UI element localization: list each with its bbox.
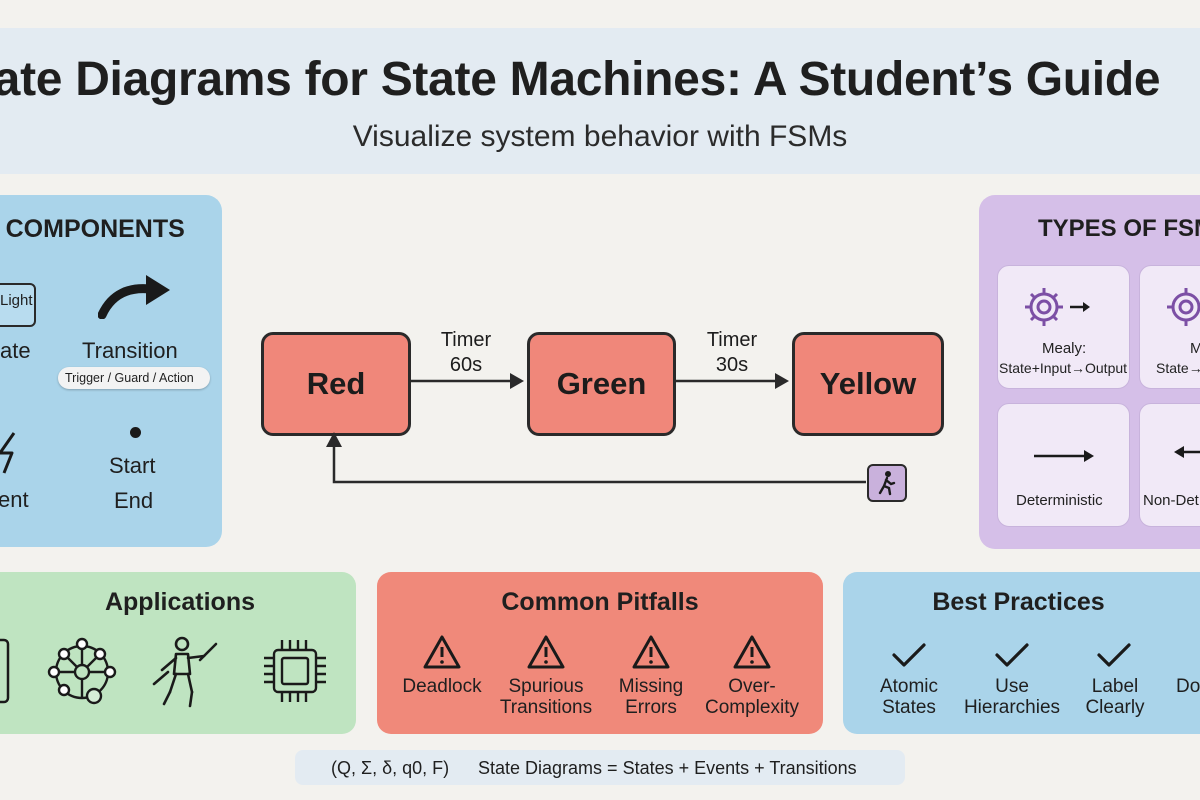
best-practice-line2: Hierarchies [963, 697, 1061, 718]
checkmark-icon [995, 643, 1029, 667]
pitfall-line2: Transitions [499, 697, 593, 718]
types-title: TYPES OF FSM [1038, 215, 1200, 242]
warning-icon [527, 635, 565, 669]
moore-card: Mo State→ [1139, 265, 1200, 389]
deterministic-label: Deterministic [1016, 492, 1103, 509]
nondeterministic-card: Non-Det [1139, 403, 1200, 527]
transition-1-line1: Timer [440, 329, 492, 351]
footer-equation: State Diagrams = States + Events + Trans… [478, 758, 857, 778]
best-practice-line2: States [882, 697, 936, 718]
pitfall-line1: Over- [728, 676, 776, 697]
moore-formula: State→ [1156, 360, 1200, 376]
state-green: Green [527, 332, 676, 436]
state-yellow: Yellow [792, 332, 944, 436]
best-practice-line1: Atomic [879, 676, 939, 697]
page-subtitle: Visualize system behavior with FSMs [352, 120, 848, 153]
header-banner: tate Diagrams for State Machines: A Stud… [0, 28, 1200, 174]
deterministic-card: Deterministic [997, 403, 1130, 527]
warning-icon [632, 635, 670, 669]
curved-arrow-icon [98, 275, 170, 319]
best-practice-item: Use Hierarchies [957, 676, 1067, 718]
pitfall-line2: Complexity [705, 697, 799, 718]
arrow-green-to-yellow [673, 373, 789, 389]
page-title: tate Diagrams for State Machines: A Stud… [0, 53, 1161, 106]
moore-label: Mo [1190, 340, 1200, 357]
start-label: Start [109, 453, 156, 478]
pitfall-line1: Deadlock [402, 676, 482, 697]
best-practices-panel: Best Practices Atomic States Use Hierarc… [843, 572, 1200, 734]
transition-label: Transition [82, 338, 178, 363]
nondeterministic-label: Non-Det [1143, 492, 1199, 509]
end-label: End [114, 488, 154, 513]
transition-pill [58, 367, 210, 389]
mealy-formula: State+Input→Output [999, 360, 1128, 376]
single-arrow-icon [1034, 450, 1094, 462]
transition-pill-text: Trigger / Guard / Action [65, 371, 194, 385]
components-panel: E COMPONENTS Light ate Transition Trigge… [0, 195, 222, 547]
best-practice-line1: Use [995, 676, 1029, 697]
pitfalls-title: Common Pitfalls [501, 588, 699, 616]
state-label: ate [0, 338, 31, 363]
pitfalls-panel: Common Pitfalls Deadlock Spurious Transi… [377, 572, 823, 734]
best-practice-line2: G [1176, 697, 1200, 718]
pitfall-item: Over- Complexity [697, 676, 807, 718]
warning-icon [733, 635, 771, 669]
footer-bar: (Q, Σ, δ, q0, F) State Diagrams = States… [295, 750, 905, 785]
best-practice-line1: Doc [1176, 676, 1200, 697]
arrow-red-to-green [408, 373, 524, 389]
pitfall-item: Spurious Transitions [490, 676, 602, 718]
gear-icon [1025, 288, 1090, 326]
start-dot-icon [130, 427, 141, 438]
arrow-yellow-to-red [326, 432, 866, 484]
light-label: Light [0, 292, 33, 309]
types-panel: TYPES OF FSM Mealy: State+Input→Output M… [979, 195, 1200, 549]
state-red: Red [261, 332, 411, 436]
best-practice-item: Doc G [1176, 676, 1200, 718]
checkmark-icon [892, 643, 926, 667]
transition-1-line2: 60s [449, 354, 483, 376]
game-character-icon [152, 636, 218, 708]
applications-panel: Applications [0, 572, 356, 734]
transition-2-line2: 30s [715, 354, 749, 376]
transition-2-line1: Timer [706, 329, 758, 351]
branch-arrow-icon [1174, 446, 1200, 458]
best-practice-line2: Clearly [1085, 697, 1145, 718]
network-icon [47, 637, 117, 705]
mealy-card: Mealy: State+Input→Output [997, 265, 1130, 389]
lightning-icon [0, 432, 16, 474]
event-label: ent [0, 487, 29, 512]
best-practice-item: Atomic States [855, 676, 963, 718]
checkmark-icon [1097, 643, 1131, 667]
pitfall-line2: Errors [625, 697, 677, 718]
warning-icon [423, 635, 461, 669]
gear-icon [1167, 288, 1200, 326]
microchip-icon [264, 640, 326, 702]
pedestrian-guard-icon [867, 464, 907, 502]
pitfall-item: Missing Errors [596, 676, 706, 718]
applications-title: Applications [104, 588, 255, 616]
state-example-box [0, 283, 36, 327]
calculator-icon [0, 638, 10, 704]
footer-formula: (Q, Σ, δ, q0, F) [331, 758, 450, 778]
mealy-label: Mealy: [1042, 340, 1087, 357]
transition-label-1: Timer 60s [426, 328, 506, 378]
best-practices-title: Best Practices [932, 588, 1105, 616]
transition-label-2: Timer 30s [692, 328, 772, 378]
pitfall-item: Deadlock [387, 676, 497, 697]
best-practice-line1: Label [1091, 676, 1139, 697]
pitfall-line1: Missing [618, 676, 684, 697]
pitfall-line1: Spurious [508, 676, 584, 697]
best-practice-item: Label Clearly [1061, 676, 1169, 718]
components-title: E COMPONENTS [0, 215, 185, 243]
